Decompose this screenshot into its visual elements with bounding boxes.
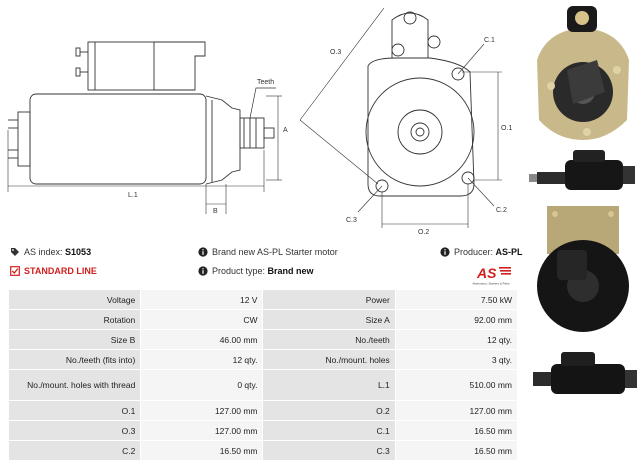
spec-value: 127.00 mm bbox=[140, 420, 264, 441]
product-type-line: Product type: Brand new bbox=[198, 266, 314, 276]
spec-label: O.3 bbox=[7, 420, 142, 441]
as-index-value: S1053 bbox=[65, 247, 92, 257]
spec-label: No./teeth bbox=[262, 329, 396, 350]
spec-label: No./mount. holes with thread bbox=[7, 369, 142, 401]
check-box-icon bbox=[10, 266, 20, 276]
as-index-label: AS index: bbox=[24, 247, 63, 257]
spec-value: 510.00 mm bbox=[394, 369, 519, 401]
info-icon bbox=[198, 247, 208, 257]
producer-line: Producer: AS-PL bbox=[440, 247, 523, 257]
photo-side-view bbox=[529, 150, 635, 190]
spec-label: Voltage bbox=[7, 289, 142, 310]
spec-value: 3 qty. bbox=[394, 349, 519, 370]
producer-label: Producer: bbox=[454, 247, 494, 257]
standard-line-label: STANDARD LINE bbox=[24, 266, 97, 276]
spec-label: C.3 bbox=[262, 440, 396, 461]
motor-body-outline bbox=[29, 93, 207, 185]
label-c3: C.3 bbox=[346, 217, 357, 224]
label-teeth: Teeth bbox=[257, 79, 274, 86]
solenoid-outline bbox=[87, 41, 155, 91]
brand-new-line: Brand new AS-PL Starter motor bbox=[198, 247, 338, 257]
label-l1: L.1 bbox=[128, 192, 138, 199]
tag-icon bbox=[10, 247, 20, 257]
brand-new-text: Brand new AS-PL Starter motor bbox=[212, 247, 338, 257]
photo-front-view bbox=[537, 6, 629, 140]
spec-value: 127.00 mm bbox=[140, 400, 264, 421]
spec-value: 127.00 mm bbox=[394, 400, 519, 421]
spec-label: No./teeth (fits into) bbox=[7, 349, 142, 370]
spec-label: No./mount. holes bbox=[262, 349, 396, 370]
spec-label: C.2 bbox=[7, 440, 142, 461]
label-o2: O.2 bbox=[418, 229, 429, 236]
table-row: No./teeth (fits into)12 qty.No./mount. h… bbox=[7, 349, 519, 370]
photo-side-view-2 bbox=[533, 352, 637, 394]
as-pl-logo: AS Alternators, Starters & Parts bbox=[472, 265, 511, 286]
label-c2: C.2 bbox=[496, 207, 507, 214]
product-type-value: Brand new bbox=[267, 266, 314, 276]
info-icon bbox=[440, 247, 450, 257]
spec-value: 46.00 mm bbox=[140, 329, 264, 350]
info-icon bbox=[198, 266, 208, 276]
spec-label: Rotation bbox=[7, 309, 142, 330]
label-b: B bbox=[213, 208, 218, 215]
spec-value: 12 qty. bbox=[394, 329, 519, 350]
label-o1: O.1 bbox=[501, 125, 512, 132]
spec-value: 12 qty. bbox=[140, 349, 264, 370]
spec-value: 16.50 mm bbox=[394, 440, 519, 461]
logo-mark: AS bbox=[476, 265, 497, 281]
spec-value: 16.50 mm bbox=[394, 420, 519, 441]
product-type-label: Product type: bbox=[212, 266, 266, 276]
producer-value: AS-PL bbox=[495, 247, 523, 257]
spec-label: L.1 bbox=[262, 369, 396, 401]
spec-value: 12 V bbox=[140, 289, 264, 310]
label-o3: O.3 bbox=[330, 49, 341, 56]
spec-value: CW bbox=[140, 309, 264, 330]
label-a: A bbox=[283, 127, 288, 134]
as-index-line: AS index: S1053 bbox=[10, 247, 91, 257]
spec-value: 92.00 mm bbox=[394, 309, 519, 330]
product-photos bbox=[529, 6, 637, 394]
spec-label: O.2 bbox=[262, 400, 396, 421]
spec-label: Size A bbox=[262, 309, 396, 330]
standard-line: STANDARD LINE bbox=[10, 266, 97, 276]
spec-label: Size B bbox=[7, 329, 142, 350]
spec-label: C.1 bbox=[262, 420, 396, 441]
front-flange-top bbox=[391, 12, 429, 58]
spec-label: O.1 bbox=[7, 400, 142, 421]
spec-value: 16.50 mm bbox=[140, 440, 264, 461]
spec-label: Power bbox=[262, 289, 396, 310]
technical-drawing: Teeth A B L.1 O.3 C.1 O.1 C.3 O.2 C.2 bbox=[7, 7, 512, 236]
photo-rear-view bbox=[537, 206, 629, 332]
spec-value: 7.50 kW bbox=[394, 289, 519, 310]
spec-value: 0 qty. bbox=[140, 369, 264, 401]
front-housing-outline bbox=[367, 57, 475, 197]
logo-tagline: Alternators, Starters & Parts bbox=[472, 282, 510, 286]
label-c1: C.1 bbox=[484, 37, 495, 44]
